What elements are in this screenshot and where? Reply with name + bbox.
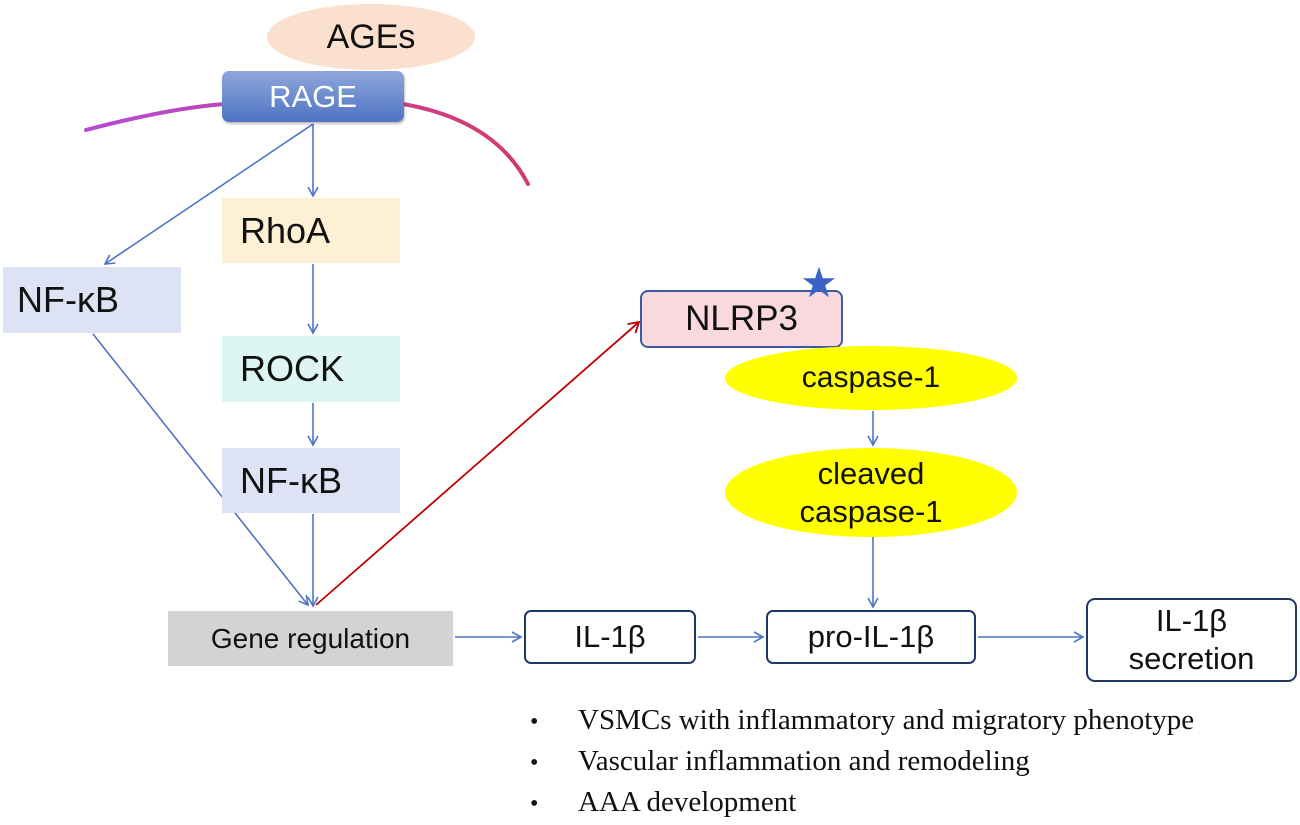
bullet-icon: •	[530, 791, 539, 817]
il1b-secretion-label-line2: secretion	[1128, 641, 1255, 676]
pro-il1b-node: pro-IL-1β	[766, 610, 976, 664]
rage-receptor-node: RAGE	[222, 71, 404, 122]
arrow-gene-to-nlrp3	[315, 320, 641, 606]
caspase-1-node: caspase-1	[725, 346, 1017, 410]
rock-node: ROCK	[222, 336, 400, 402]
outcome-text: AAA development	[578, 786, 797, 818]
outcome-text: Vascular inflammation and remodeling	[578, 745, 1030, 777]
cleaved-caspase-1-label-line2: caspase-1	[799, 493, 943, 529]
star-icon: ★	[800, 259, 838, 306]
pro-il1b-label: pro-IL-1β	[807, 619, 935, 654]
outcome-list: • VSMCs with inflammatory and migratory p…	[530, 700, 1194, 823]
nfkb-mid-node: NF-κB	[222, 448, 400, 513]
ages-label: AGEs	[326, 17, 416, 56]
arrow-rage-to-nfkb-left	[103, 123, 314, 265]
il1b-secretion-label-line1: IL-1β	[1155, 603, 1228, 638]
il1b-secretion-node: IL-1β secretion	[1086, 598, 1297, 682]
bullet-icon: •	[530, 709, 539, 735]
rage-label: RAGE	[269, 78, 357, 114]
nfkb-left-node: NF-κB	[3, 267, 181, 333]
outcome-item: • Vascular inflammation and remodeling	[530, 741, 1194, 782]
outcome-text: VSMCs with inflammatory and migratory ph…	[578, 704, 1195, 736]
rock-label: ROCK	[240, 348, 345, 389]
il1b-node: IL-1β	[524, 610, 696, 664]
cleaved-caspase-1-node: cleaved caspase-1	[725, 448, 1017, 537]
nfkb-left-label: NF-κB	[17, 279, 119, 320]
gene-regulation-label: Gene regulation	[210, 622, 411, 654]
nlrp3-node: NLRP3	[640, 290, 843, 348]
outcome-item: • VSMCs with inflammatory and migratory p…	[530, 700, 1194, 741]
il1b-label: IL-1β	[574, 619, 646, 654]
rhoa-label: RhoA	[240, 209, 331, 251]
ages-node: AGEs	[267, 4, 475, 70]
caspase-1-label: caspase-1	[801, 361, 941, 394]
rhoa-node: RhoA	[222, 198, 400, 263]
nlrp3-label: NLRP3	[685, 299, 798, 338]
cell-membrane	[84, 102, 530, 186]
arrow-nfkb-left-to-gene	[92, 333, 310, 607]
outcome-item: • AAA development	[530, 782, 1194, 823]
cleaved-caspase-1-label-line1: cleaved	[817, 455, 925, 491]
bullet-icon: •	[530, 750, 539, 776]
nfkb-mid-label: NF-κB	[240, 459, 342, 501]
gene-regulation-node: Gene regulation	[168, 611, 453, 666]
